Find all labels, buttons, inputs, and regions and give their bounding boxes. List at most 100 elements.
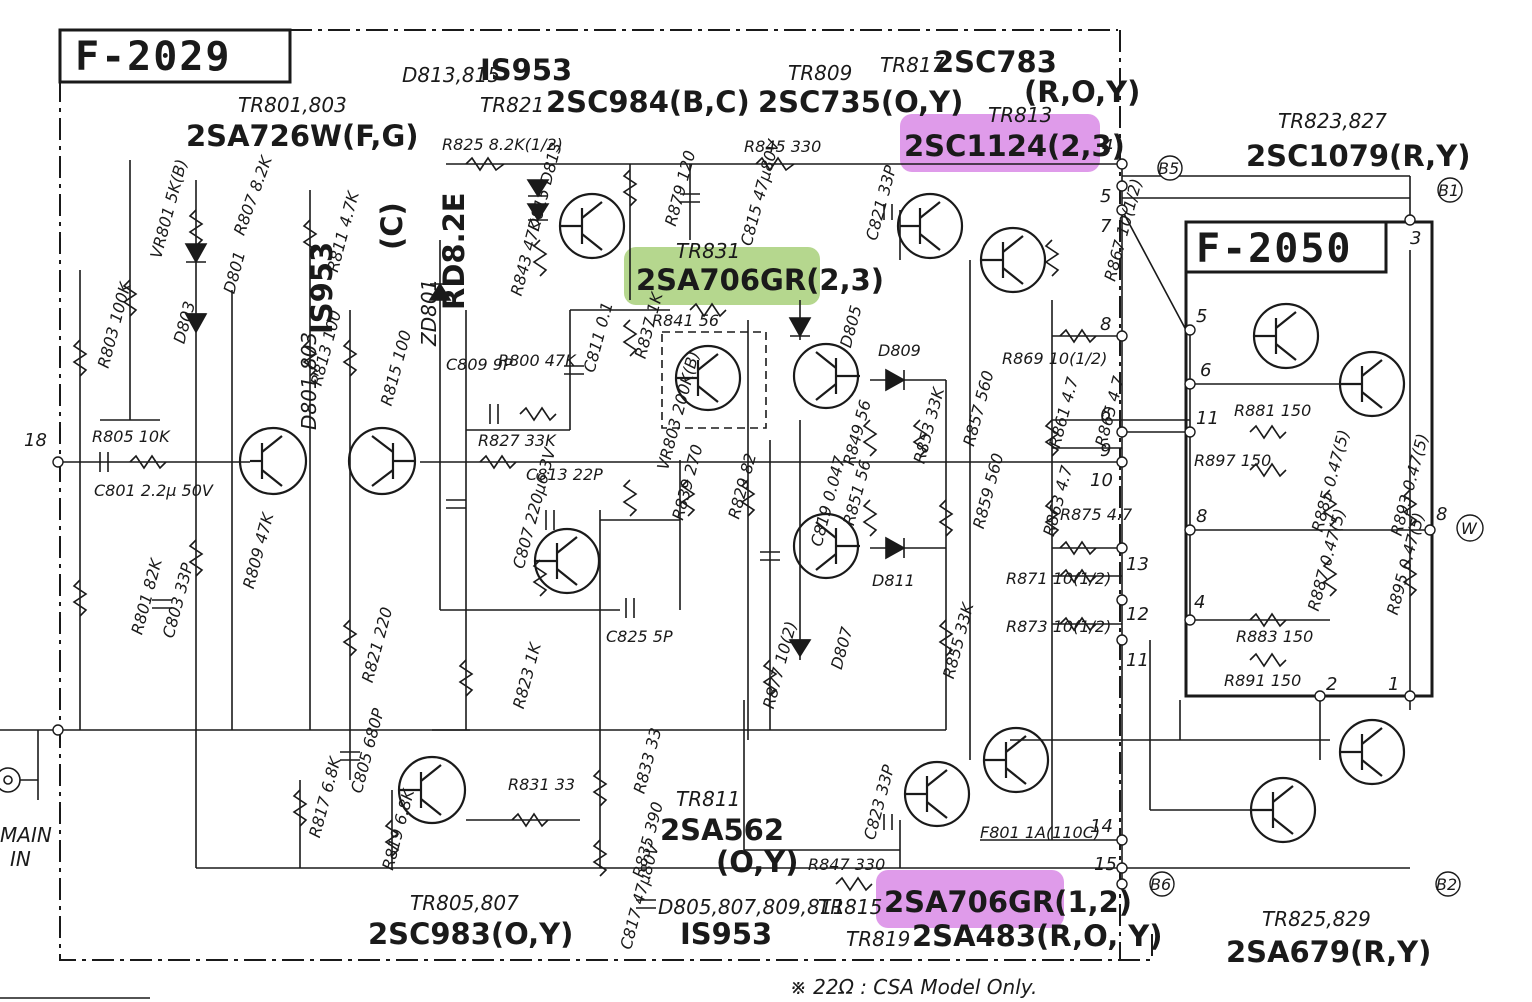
r869-label: R869 10(1/2)	[1002, 349, 1107, 368]
tr825-part: 2SA679(R,Y)	[1226, 935, 1431, 969]
tr815-ref: TR815	[818, 895, 882, 919]
c819-label: C819 0.047	[807, 453, 850, 548]
r855-label: R855 33K	[939, 599, 978, 680]
d811-label: D811	[872, 571, 915, 590]
r847-label: R847 330	[808, 855, 885, 874]
r875-label: R875 4.7	[1060, 505, 1133, 524]
d801-part: IS953	[305, 242, 339, 334]
c809-label: C809 9P	[446, 355, 513, 374]
r845-label: R845 330	[744, 137, 821, 156]
pin-13: 13	[1126, 554, 1149, 575]
r807-label: R807 8.2K	[230, 152, 277, 238]
tr811-grade: (O,Y)	[716, 845, 799, 879]
d801-label: D801	[220, 249, 249, 295]
connector-b5: B5	[1158, 159, 1179, 178]
r871-label: R871 10(1/2)	[1006, 569, 1111, 588]
pin-6: 6	[1100, 404, 1111, 425]
pin-14: 14	[1090, 816, 1113, 837]
tr805-ref: TR805,807	[410, 891, 519, 915]
tr817-part: 2SC783	[934, 45, 1057, 79]
tr821-ref: TR821	[480, 93, 544, 117]
r873-label: R873 10(1/2)	[1006, 617, 1111, 636]
d813-ref: D813,815	[402, 63, 500, 87]
tr813-part: 2SC1124(2,3)	[904, 129, 1125, 163]
pin-11: 11	[1126, 650, 1149, 671]
r897-label: R897 150	[1194, 451, 1271, 470]
pin-18: 18	[24, 430, 47, 451]
r861-label: R861 4.7	[1045, 374, 1082, 449]
r821-label: R821 220	[358, 605, 396, 685]
tr819-part: 2SA483(R,O, Y)	[912, 919, 1163, 953]
tr811-part: 2SA562	[660, 813, 784, 847]
tr815-part: 2SA706GR(1,2)	[884, 885, 1132, 919]
r801-label: R801 82K	[127, 555, 166, 636]
vr801-label: VR801 5K(B)	[146, 157, 191, 260]
d813-part: IS953	[480, 53, 572, 87]
zd-sub: (C)	[375, 202, 409, 250]
d807-label: D807	[827, 624, 857, 671]
sub-pin-8b: 8	[1436, 504, 1447, 525]
sub-board-label-box	[1184, 220, 1388, 274]
input-label-line1: MAIN	[0, 823, 52, 847]
main-board-label: F-2029	[75, 34, 232, 80]
tr809-part: 2SC735(O,Y)	[758, 85, 963, 119]
tr801-ref: TR801,803	[238, 93, 347, 117]
tr823-ref: TR823,827	[1278, 109, 1387, 133]
d805-part: IS953	[680, 917, 772, 951]
r811-label: R811 4.7K	[323, 188, 363, 274]
tr831-ref: TR831	[676, 239, 740, 263]
r809-label: R809 47K	[239, 509, 278, 590]
highlight-tr815	[876, 870, 1064, 928]
r805-label: R805 10K	[92, 427, 171, 446]
sub-pin-6: 6	[1200, 360, 1211, 381]
tr811-ref: TR811	[676, 787, 740, 811]
sub-pin-8: 8	[1196, 506, 1207, 527]
sub-pin-11: 11	[1196, 408, 1219, 429]
connector-b6: B6	[1150, 875, 1171, 894]
r823-label: R823 1K	[509, 639, 545, 710]
r831-label: R831 33	[508, 775, 575, 794]
input-label-line2: IN	[10, 847, 31, 871]
c825-label: C825 5P	[606, 627, 673, 646]
r833-label: R833 33	[630, 726, 666, 796]
d805-ref: D805,807,809,811	[658, 895, 845, 919]
tr809-ref: TR809	[788, 61, 852, 85]
r817-label: R817 6.8K	[305, 753, 345, 839]
tr831-part: 2SA706GR(2,3)	[636, 263, 884, 297]
d805-label: D805	[836, 303, 865, 349]
r819-label: R819 6.8K	[378, 786, 418, 872]
r827-label: R827 33K	[478, 431, 557, 450]
d809-label: D809	[878, 341, 921, 360]
r881-label: R881 150	[1234, 401, 1311, 420]
sub-board-label: F-2050	[1196, 226, 1353, 272]
tr823-part: 2SC1079(R,Y)	[1246, 139, 1470, 173]
r815-label: R815 100	[377, 328, 415, 408]
c801-label: C801 2.2μ 50V	[94, 481, 214, 500]
c813-label: C813 22P	[526, 465, 603, 484]
sub-pin-1: 1	[1388, 674, 1399, 695]
tr813-ref: TR813	[988, 103, 1052, 127]
pin-8: 8	[1100, 314, 1111, 335]
pin-9: 9	[1100, 440, 1111, 461]
r841-label: R841 56	[652, 311, 719, 330]
d815-label: D815 D813	[524, 140, 566, 233]
c817-label: C817 47μ80V	[616, 841, 663, 952]
highlight-tr813	[900, 114, 1100, 172]
c811-label: C811 0.1	[580, 300, 617, 375]
sub-pin-2: 2	[1326, 674, 1337, 695]
d801-ref: D801,803	[297, 332, 321, 430]
tr805-part: 2SC983(O,Y)	[368, 917, 573, 951]
tr817-ref: TR817	[880, 53, 945, 77]
r879-label: R879 120	[661, 148, 699, 228]
pin-12: 12	[1126, 604, 1149, 625]
tr817-grade: (R,O,Y)	[1024, 75, 1140, 109]
tr821-part: 2SC984(B,C)	[546, 85, 750, 119]
r800-label: R800 47K	[498, 351, 577, 370]
pin-4: 4	[1102, 136, 1113, 157]
sub-pin-5: 5	[1196, 306, 1207, 327]
r883-label: R883 150	[1236, 627, 1313, 646]
c807-label: C807 220μ6.3V	[509, 445, 560, 571]
r803-label: R803 100K	[94, 279, 135, 370]
main-board-label-box	[58, 28, 292, 84]
